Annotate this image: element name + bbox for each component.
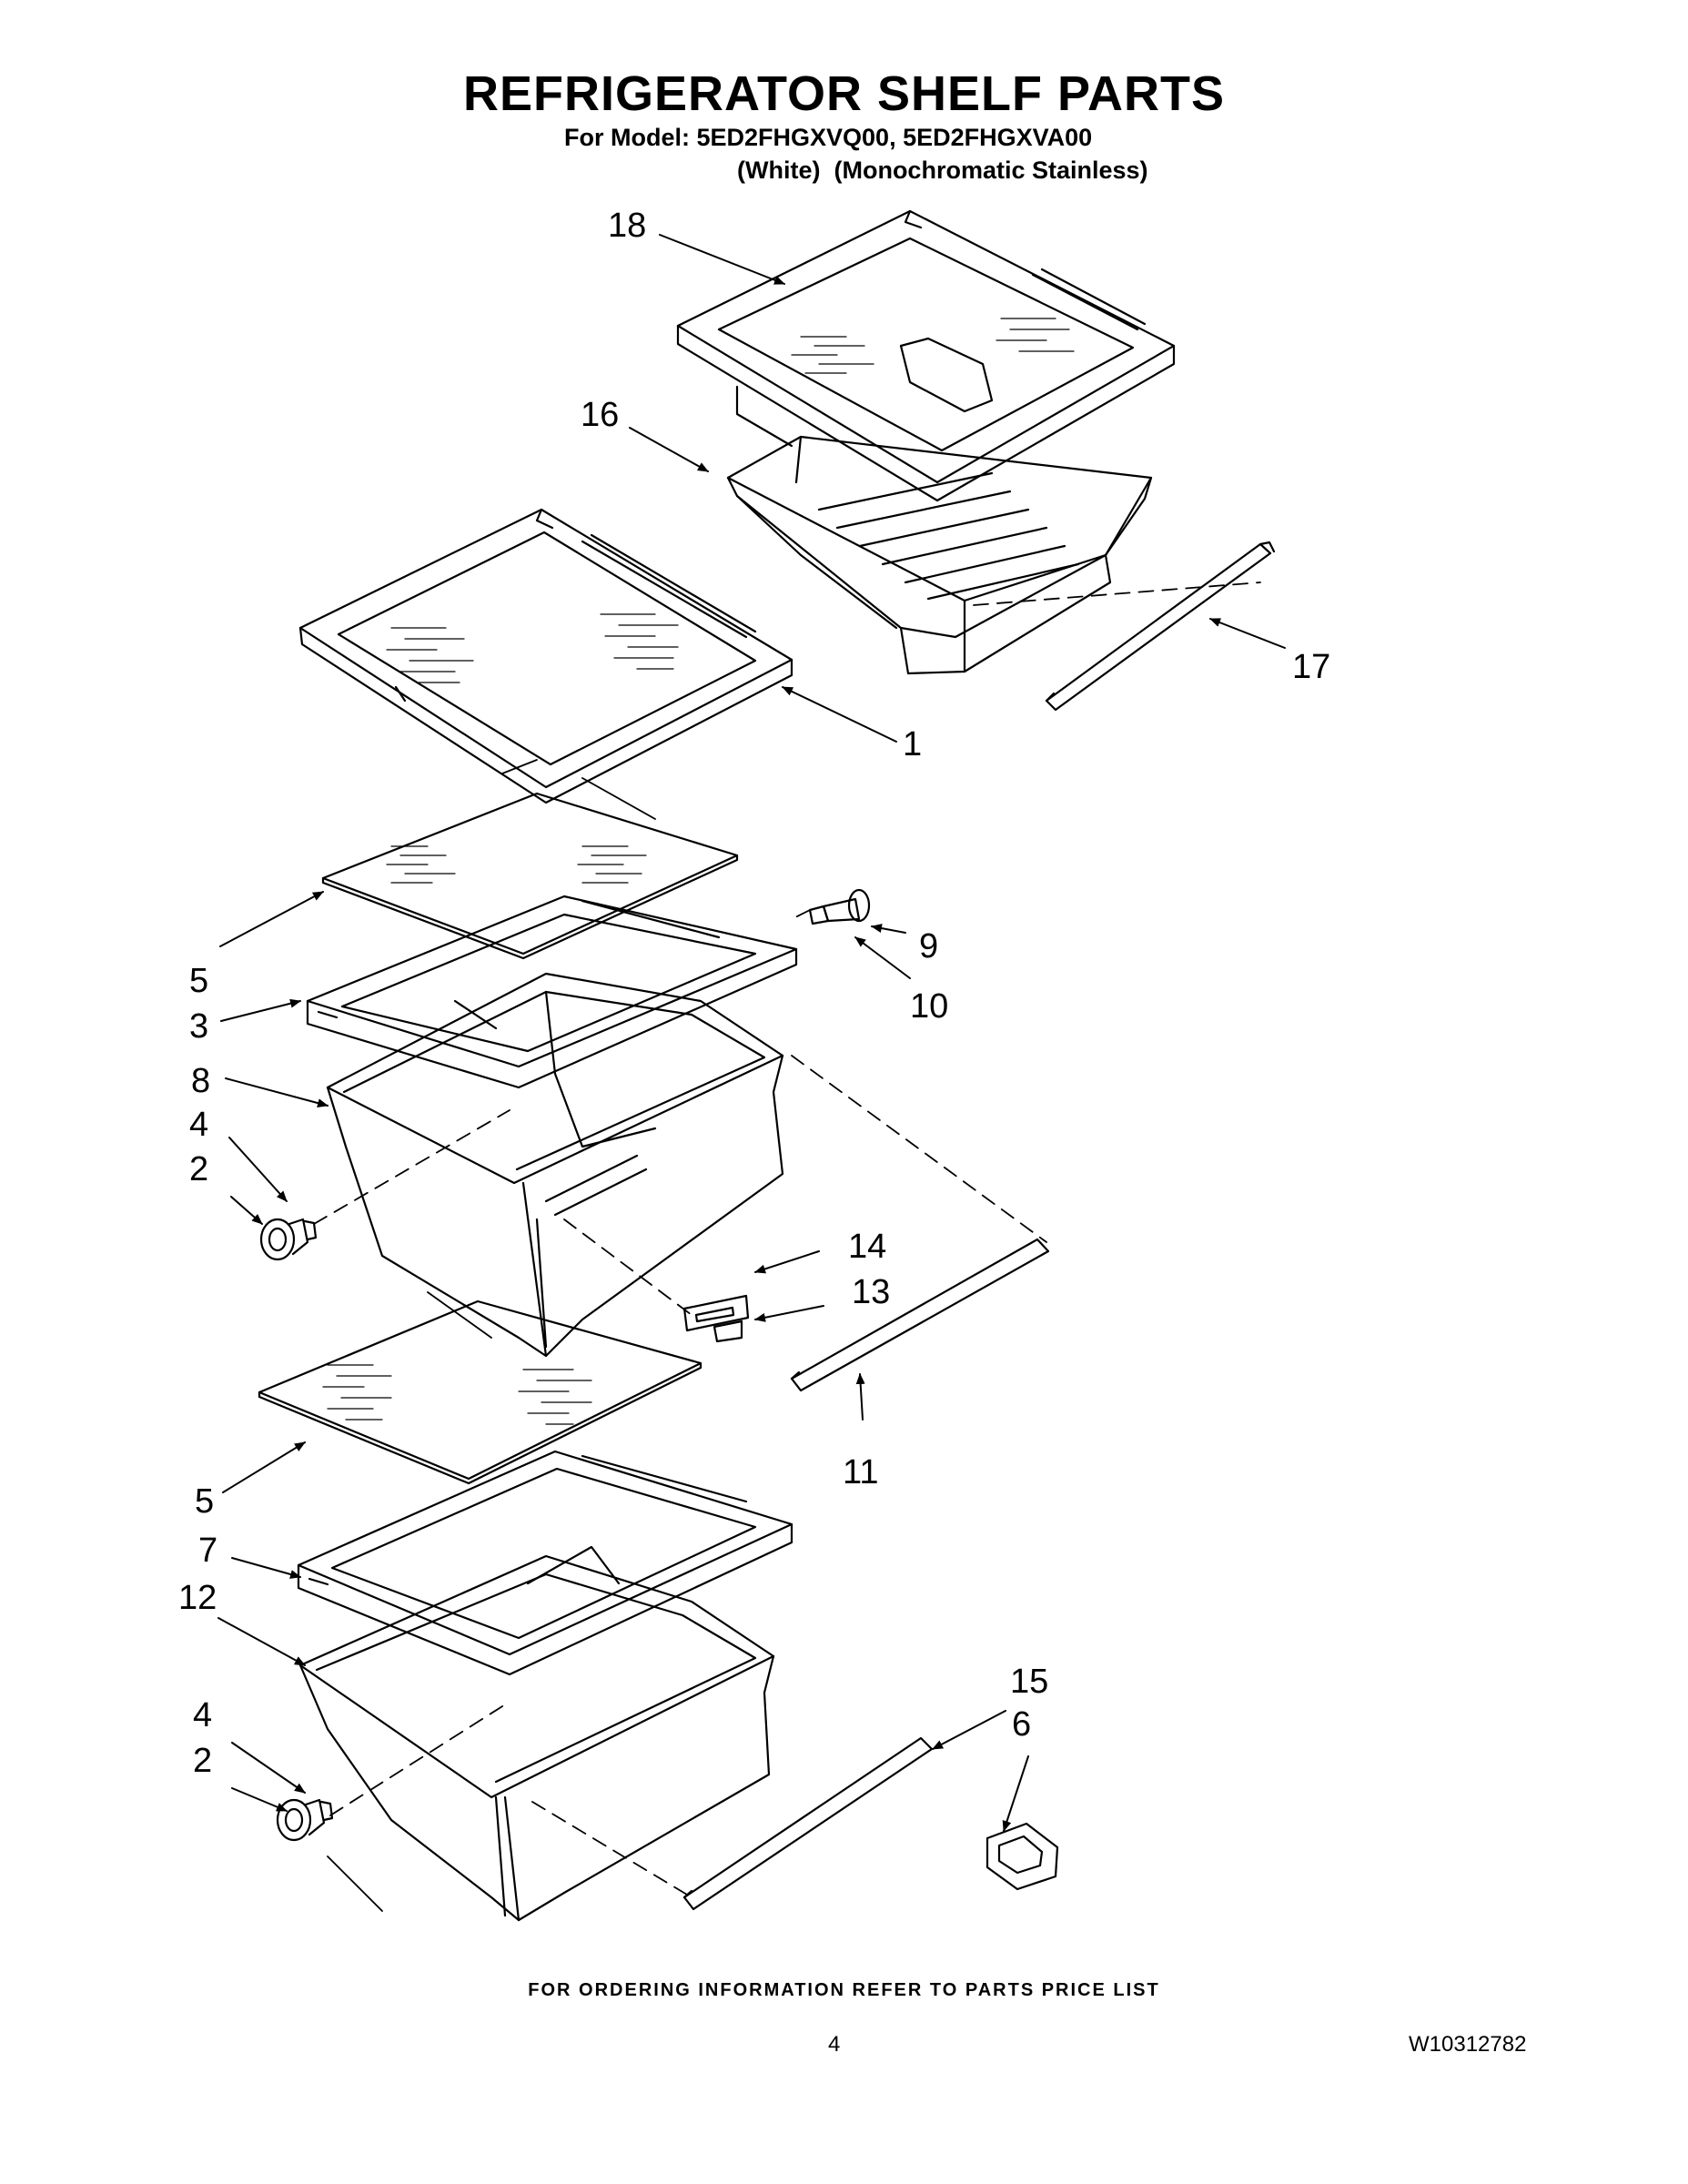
callout-4-lower: 4 xyxy=(193,1696,212,1734)
callout-2-lower: 2 xyxy=(193,1742,212,1780)
callout-18: 18 xyxy=(608,207,646,245)
callout-17: 17 xyxy=(1292,648,1330,686)
part-9-10-roller-screw xyxy=(808,888,871,925)
callout-arrows xyxy=(217,234,1286,1832)
callout-13: 13 xyxy=(852,1273,890,1311)
part-11-trim xyxy=(790,1238,1050,1392)
part-17-trim xyxy=(1045,541,1276,712)
document-number: W10312782 xyxy=(1409,2032,1527,2057)
part-12-drawer xyxy=(298,1554,775,1922)
part-1-texture xyxy=(386,613,679,683)
part-5-glass-upper xyxy=(321,792,739,960)
part-2-4-upper-roller xyxy=(259,1218,318,1261)
callout-9: 9 xyxy=(919,927,938,966)
part-3-cover-frame xyxy=(306,895,798,1089)
part-5-lower-texture xyxy=(322,1364,592,1425)
connector-lines xyxy=(327,759,656,1912)
callout-5-upper: 5 xyxy=(189,962,208,1000)
part-6-clip xyxy=(986,1822,1059,1891)
callout-7: 7 xyxy=(198,1532,217,1570)
callout-16: 16 xyxy=(581,396,619,434)
part-13-14-clips xyxy=(682,1294,750,1343)
part-15-trim xyxy=(682,1736,934,1911)
variant-line: (White) (Monochromatic Stainless) xyxy=(737,157,1148,184)
callout-10: 10 xyxy=(910,987,948,1026)
part-18-crisper-cover xyxy=(676,209,1176,502)
callout-12: 12 xyxy=(178,1579,217,1617)
callout-5-lower: 5 xyxy=(195,1482,214,1521)
model-line: For Model: 5ED2FHGXVQ00, 5ED2FHGXVA00 xyxy=(564,124,1093,151)
page-number: 4 xyxy=(828,2032,841,2057)
callout-14: 14 xyxy=(848,1228,886,1266)
callout-4-upper: 4 xyxy=(189,1106,208,1144)
callout-2-upper: 2 xyxy=(189,1150,208,1188)
part-5-upper-texture xyxy=(386,845,647,884)
callout-1: 1 xyxy=(903,725,922,763)
part-7-cover-frame xyxy=(297,1450,793,1676)
callout-11: 11 xyxy=(843,1453,878,1491)
part-18-texture xyxy=(791,318,1075,374)
part-2-4-lower-roller xyxy=(276,1798,334,1842)
callout-8: 8 xyxy=(191,1062,210,1100)
part-8-drawer xyxy=(326,972,784,1358)
ordering-info-footer: FOR ORDERING INFORMATION REFER TO PARTS … xyxy=(528,1980,1160,2000)
callout-6: 6 xyxy=(1012,1705,1031,1744)
part-5-glass-lower xyxy=(258,1299,702,1485)
page-title: REFRIGERATOR SHELF PARTS xyxy=(462,66,1226,121)
part-1-shelf xyxy=(298,508,793,804)
callout-15: 15 xyxy=(1010,1663,1048,1701)
assembly-dashed-lines xyxy=(313,581,1261,1898)
callout-3: 3 xyxy=(189,1007,208,1046)
callout-labels: 18 16 17 1 5 3 8 4 2 9 10 14 13 11 5 7 1… xyxy=(178,207,1330,1780)
part-16-crisper-drawer xyxy=(726,435,1153,675)
